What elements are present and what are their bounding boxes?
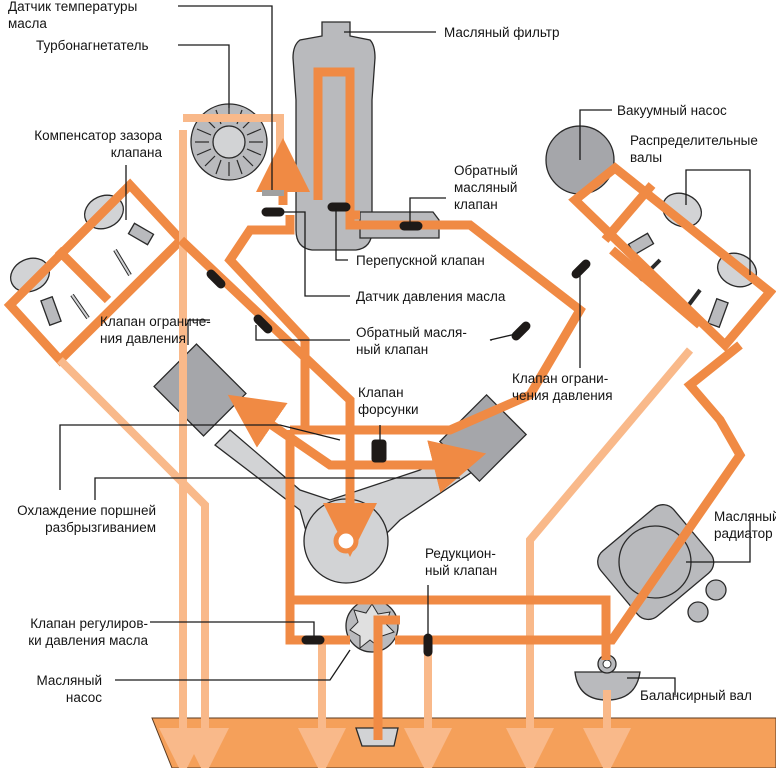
label-lash-adjuster: Компенсатор зазора клапана <box>6 127 162 161</box>
label-oil-cooler: Масляный радиатор <box>714 508 776 542</box>
valves <box>206 202 591 657</box>
label-reducing-valve: Редукцион- ный клапан <box>425 545 497 579</box>
label-line: масла <box>8 16 47 31</box>
label-line: Обратный <box>454 163 518 178</box>
label-line: ный клапан <box>356 342 429 357</box>
label-line: Распределительные <box>630 133 758 148</box>
label-piston-cooling: Охлаждение поршней разбрызгиванием <box>0 502 156 536</box>
oil-return-lines <box>57 114 694 768</box>
label-line: Масляный <box>714 509 776 524</box>
oil-pressure-lines <box>177 67 746 740</box>
label-check-valve-mid: Обратный масля- ный клапан <box>356 324 467 358</box>
label-vacuum-pump: Вакуумный насос <box>617 103 727 118</box>
label-line: Охлаждение поршней <box>17 503 156 518</box>
label-oil-pressure-sensor: Датчик давления масла <box>356 289 506 304</box>
label-line: чения давления <box>512 388 613 403</box>
label-turbocharger: Турбонагнетатель <box>36 38 149 53</box>
label-line: Клапан <box>358 385 404 400</box>
left-cylinder-head <box>10 194 155 327</box>
label-balance-shaft: Балансирный вал <box>640 688 752 703</box>
label-check-valve-top: Обратный масляный клапан <box>454 162 518 213</box>
oil-pump-icon <box>345 599 399 653</box>
label-line: клапан <box>454 197 498 212</box>
label-line: масляный <box>454 180 518 195</box>
label-line: Клапан регулиров- <box>30 616 148 631</box>
label-line: ный клапан <box>425 563 498 578</box>
right-cylinder-head <box>627 192 757 329</box>
label-line: разбрызгиванием <box>45 520 156 535</box>
label-line: Клапан ограниче- <box>100 314 211 329</box>
oil-pan <box>151 717 776 768</box>
label-line: Клапан ограни- <box>512 371 609 386</box>
label-camshafts: Распределительные валы <box>630 132 758 166</box>
label-oil-temp-sensor: Датчик температуры масла <box>8 0 137 32</box>
label-line: насос <box>65 690 102 705</box>
label-bypass-valve: Перепускной клапан <box>356 253 485 268</box>
label-line: радиатор <box>714 526 773 541</box>
label-line: Масляный <box>36 673 102 688</box>
label-line: Редукцион- <box>425 546 496 561</box>
label-line: ки давления масла <box>28 633 148 648</box>
label-oil-pump: Масляный насос <box>0 672 102 706</box>
label-line: форсунки <box>358 402 419 417</box>
label-oil-filter: Масляный фильтр <box>444 25 560 40</box>
label-pressure-reg-valve: Клапан регулиров- ки давления масла <box>0 615 148 649</box>
label-line: Обратный масля- <box>356 325 467 340</box>
oil-temp-sensor-icon <box>262 190 284 196</box>
label-line: Компенсатор зазора <box>34 128 162 143</box>
label-line: валы <box>630 150 663 165</box>
label-relief-valve-left: Клапан ограниче- ния давления <box>100 313 211 347</box>
label-line: клапана <box>110 145 162 160</box>
label-relief-valve-right: Клапан ограни- чения давления <box>512 370 613 404</box>
leader-lines <box>59 5 751 695</box>
label-line: ния давления <box>100 331 186 346</box>
label-line: Датчик температуры <box>8 0 138 14</box>
label-jet-valve: Клапан форсунки <box>358 384 419 418</box>
